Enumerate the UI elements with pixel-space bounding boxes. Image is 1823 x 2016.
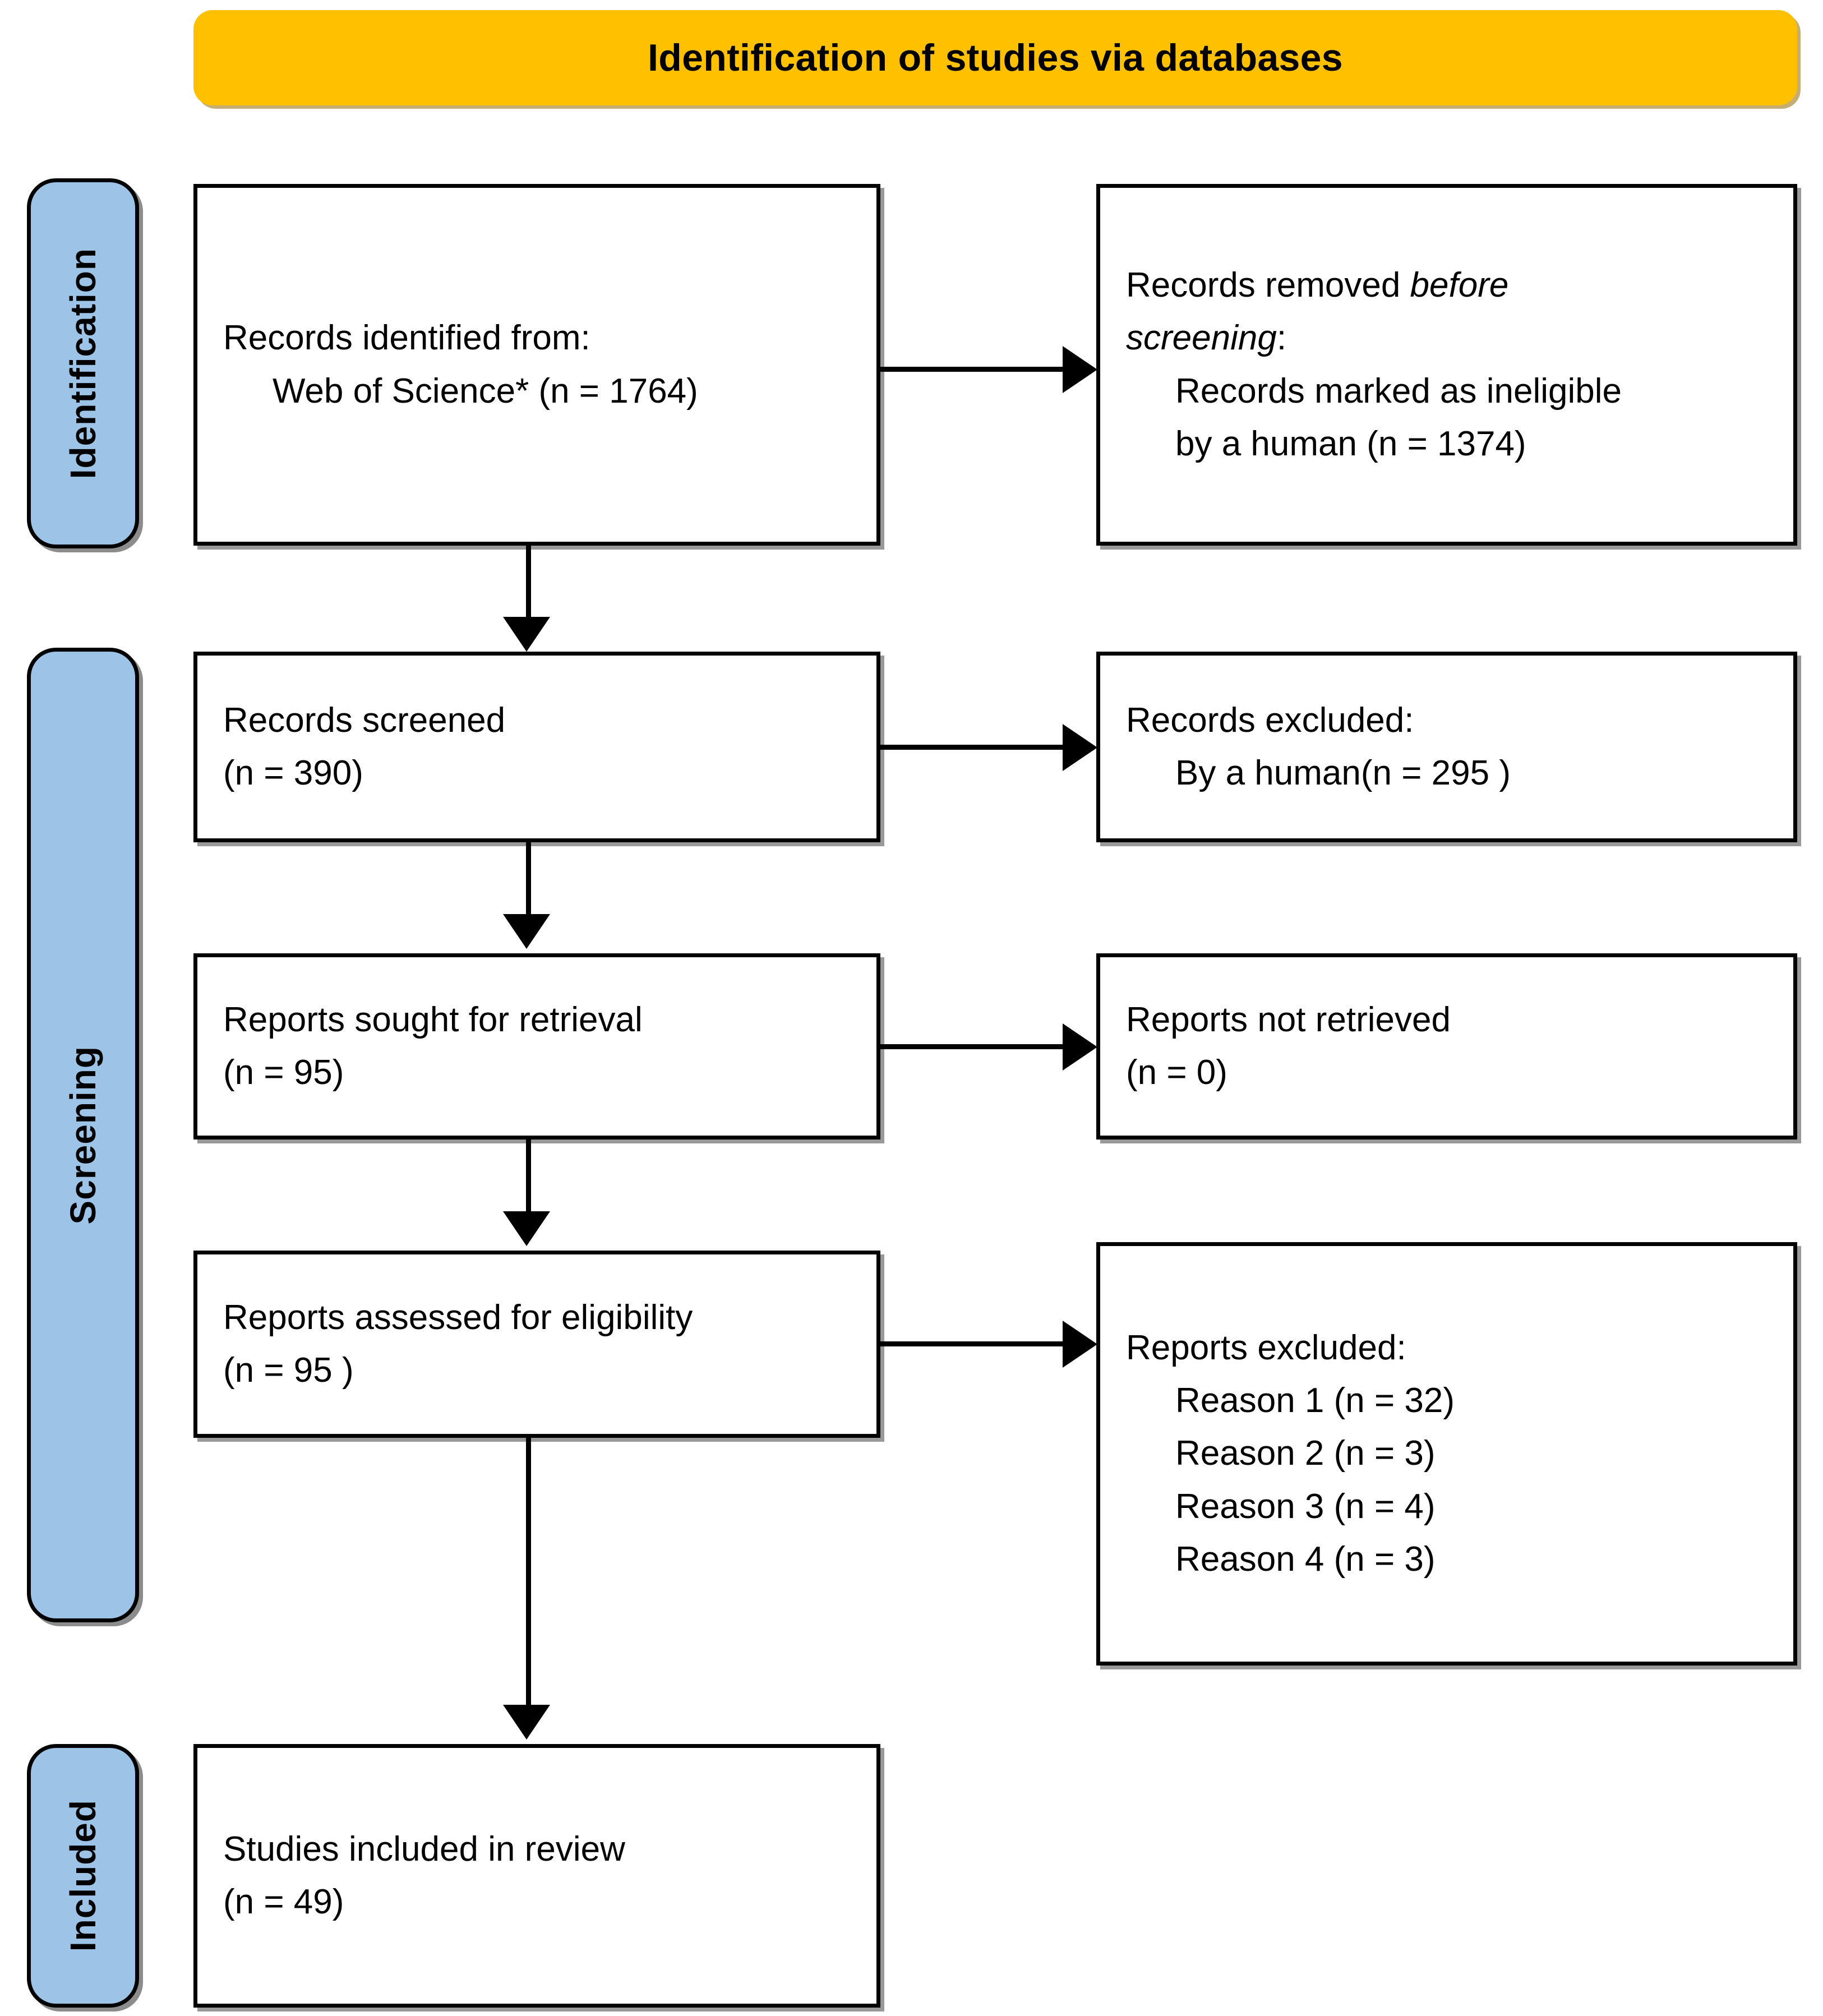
reports-excluded-reason-2: Reason 2 (n = 3) [1175,1434,1436,1473]
studies-included-label: Studies included in review [223,1829,625,1869]
arrow-screened-to-excluded-line [880,745,1065,750]
arrow-sought-to-assessed-head [503,1211,550,1246]
box-records-identified: Records identified from: Web of Science*… [193,184,880,546]
box-reports-excluded-reasons: Reports excluded: Reason 1 (n = 32) Reas… [1096,1242,1797,1666]
arrow-identified-to-removed-head [1063,346,1097,393]
records-removed-line1: Records removed before [1126,259,1767,312]
box-reports-not-retrieved: Reports not retrieved (n = 0) [1096,953,1797,1140]
diagram-header-banner: Identification of studies via databases [193,10,1797,105]
records-removed-prefix: Records removed [1126,266,1410,305]
arrow-identified-to-screened-line [526,546,531,620]
stage-label-identification-text: Identification [63,247,103,479]
records-excluded-detail: By a human(n = 295 ) [1175,754,1511,792]
arrow-sought-to-not-retrieved-head [1063,1023,1097,1071]
records-identified-line1: Records identified from: [223,319,590,358]
diagram-title: Identification of studies via databases [648,36,1343,79]
reports-sought-count: (n = 95) [223,1053,344,1092]
reports-not-retrieved-label: Reports not retrieved [1126,1000,1451,1039]
box-records-excluded: Records excluded: By a human(n = 295 ) [1096,652,1797,842]
records-removed-italic-screening: screening [1126,319,1277,358]
arrow-identified-to-screened-head [503,617,550,652]
arrow-sought-to-not-retrieved-line [880,1044,1065,1049]
box-studies-included: Studies included in review (n = 49) [193,1744,880,2008]
arrow-screened-to-sought-head [503,914,550,949]
records-removed-colon: : [1276,319,1287,358]
reports-assessed-label: Reports assessed for eligibility [223,1298,693,1337]
arrow-assessed-to-included-head [503,1705,550,1740]
records-removed-line2: screening: [1126,312,1767,365]
box-records-screened: Records screened (n = 390) [193,652,880,842]
stage-label-included-text: Included [63,1800,103,1952]
arrow-assessed-to-reasons-head [1063,1321,1097,1368]
reports-excluded-reason-1: Reason 1 (n = 32) [1175,1381,1455,1420]
records-screened-label: Records screened [223,700,506,740]
reports-sought-label: Reports sought for retrieval [223,1000,643,1039]
records-screened-count: (n = 390) [223,754,363,792]
box-reports-sought: Reports sought for retrieval (n = 95) [193,953,880,1140]
reports-not-retrieved-count: (n = 0) [1126,1053,1227,1092]
stage-label-screening: Screening [27,648,139,1622]
arrow-screened-to-sought-line [526,842,531,916]
reports-excluded-reason-3: Reason 3 (n = 4) [1175,1487,1436,1526]
studies-included-count: (n = 49) [223,1883,344,1921]
arrow-assessed-to-included-line [526,1438,531,1707]
arrow-screened-to-excluded-head [1063,724,1097,771]
arrow-assessed-to-reasons-line [880,1341,1065,1346]
reports-excluded-heading: Reports excluded: [1126,1328,1406,1367]
records-removed-italic-before: before [1410,266,1509,305]
reports-excluded-reason-4: Reason 4 (n = 3) [1175,1539,1436,1579]
records-removed-line4: by a human (n = 1374) [1175,424,1526,463]
records-excluded-label: Records excluded: [1126,700,1414,740]
stage-label-identification: Identification [27,178,139,548]
arrow-sought-to-assessed-line [526,1140,531,1214]
stage-label-included: Included [27,1744,139,2008]
box-records-removed: Records removed before screening: Record… [1096,184,1797,546]
arrow-identified-to-removed-line [880,367,1065,372]
stage-label-screening-text: Screening [63,1045,103,1225]
reports-assessed-count: (n = 95 ) [223,1351,354,1390]
records-removed-line3: Records marked as ineligible [1175,371,1622,410]
records-identified-source: Web of Science* (n = 1764) [273,371,698,410]
box-reports-assessed: Reports assessed for eligibility (n = 95… [193,1251,880,1438]
